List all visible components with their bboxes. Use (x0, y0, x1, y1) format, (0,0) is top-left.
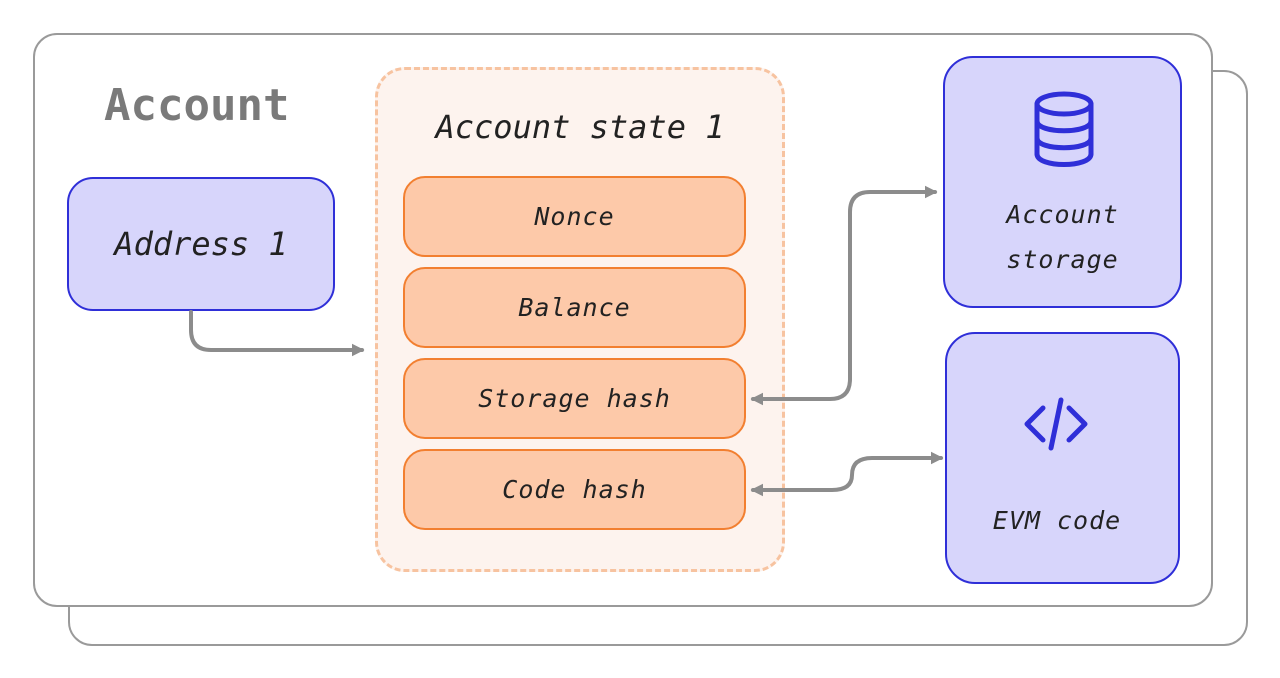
database-icon (1029, 90, 1099, 170)
evm-code-label: EVM code (992, 506, 1122, 535)
storage-hash-label: Storage hash (478, 384, 671, 413)
evm-code-box: EVM code (945, 332, 1180, 584)
storage-hash-field: Storage hash (403, 358, 746, 439)
account-storage-label-line1: Account (1006, 200, 1119, 229)
balance-label: Balance (518, 293, 631, 322)
balance-field: Balance (403, 267, 746, 348)
account-title: Account (104, 80, 290, 131)
code-hash-to-evm-arrow (750, 451, 944, 497)
address-label: Address 1 (114, 225, 288, 263)
account-storage-label-line2: storage (1006, 245, 1119, 274)
nonce-field: Nonce (403, 176, 746, 257)
code-icon (1023, 396, 1089, 452)
account-storage-box: Account storage (943, 56, 1182, 308)
address-to-state-arrow (189, 310, 365, 357)
account-state-title: Account state 1 (435, 108, 725, 146)
address-box: Address 1 (67, 177, 335, 311)
code-hash-label: Code hash (502, 475, 647, 504)
code-hash-field: Code hash (403, 449, 746, 530)
storage-hash-to-storage-arrow (750, 185, 938, 406)
nonce-label: Nonce (534, 202, 615, 231)
